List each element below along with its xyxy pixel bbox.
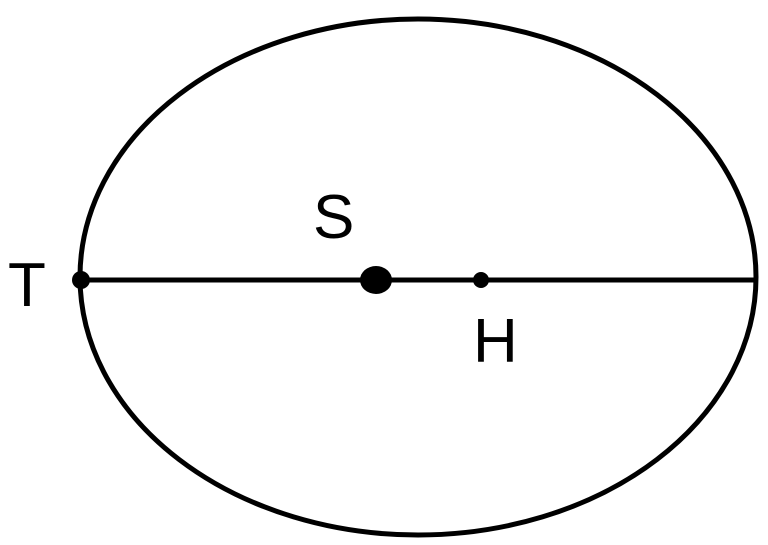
point-t — [72, 271, 90, 289]
point-h — [473, 272, 489, 288]
point-s — [360, 266, 392, 294]
label-t: T — [8, 251, 46, 320]
label-s: S — [313, 183, 354, 252]
label-h: H — [473, 307, 518, 376]
ellipse-orbit — [77, 16, 759, 538]
